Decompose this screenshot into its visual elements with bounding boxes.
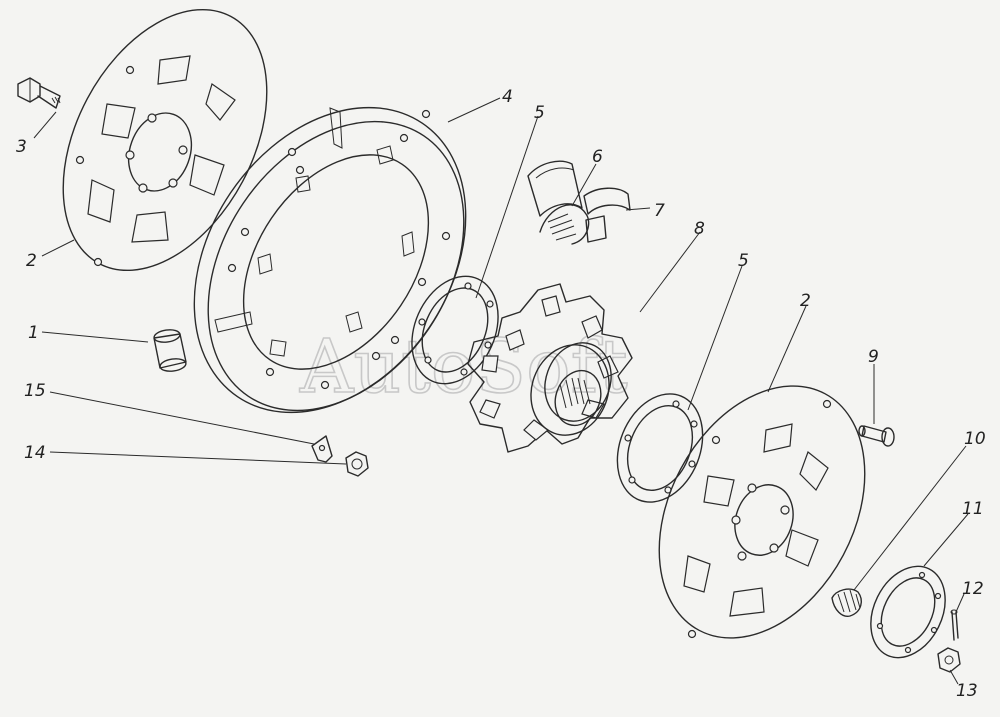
part-3-bolt — [17, 77, 61, 109]
callout-5-lower: 5 — [738, 251, 749, 271]
part-1-bushing — [153, 329, 187, 372]
callout-3: 3 — [16, 137, 27, 157]
callout-14: 14 — [24, 443, 46, 463]
watermark: AutoSoft — [299, 324, 628, 410]
callout-5-upper: 5 — [534, 103, 545, 123]
callout-4: 4 — [502, 87, 513, 107]
part-5-shim-lower — [616, 393, 704, 503]
callout-11: 11 — [962, 499, 984, 519]
part-4-friction-ring — [193, 106, 467, 414]
callout-13: 13 — [956, 681, 978, 701]
part-5-shim-upper — [411, 275, 499, 385]
part-14-nut — [345, 451, 369, 477]
callout-6: 6 — [592, 147, 603, 167]
part-8-hub — [467, 283, 633, 453]
part-13-castle-nut — [937, 647, 961, 673]
callout-15: 15 — [24, 381, 46, 401]
part-15-lock-washer — [311, 435, 333, 463]
callout-2-left: 2 — [26, 251, 37, 271]
part-10-small-spring — [831, 588, 862, 617]
callout-1: 1 — [28, 323, 39, 343]
part-9-pin — [858, 425, 895, 447]
part-7-damper-spring — [539, 187, 631, 245]
callout-9: 9 — [868, 347, 879, 367]
callout-7: 7 — [654, 201, 665, 221]
callout-2-right: 2 — [800, 291, 811, 311]
callout-8: 8 — [694, 219, 705, 239]
part-12-cotter-pin — [950, 609, 959, 641]
callout-10: 10 — [964, 429, 986, 449]
part-6-spring-retainer — [527, 160, 583, 217]
callout-labels: 3 2 1 15 14 4 5 6 7 8 5 2 9 10 11 12 13 — [16, 87, 986, 701]
leader-lines — [33, 97, 969, 685]
part-2-plate-left — [62, 8, 268, 272]
part-11-thrust-washer — [870, 565, 946, 659]
part-2-plate-right — [658, 385, 866, 639]
callout-12: 12 — [962, 579, 984, 599]
